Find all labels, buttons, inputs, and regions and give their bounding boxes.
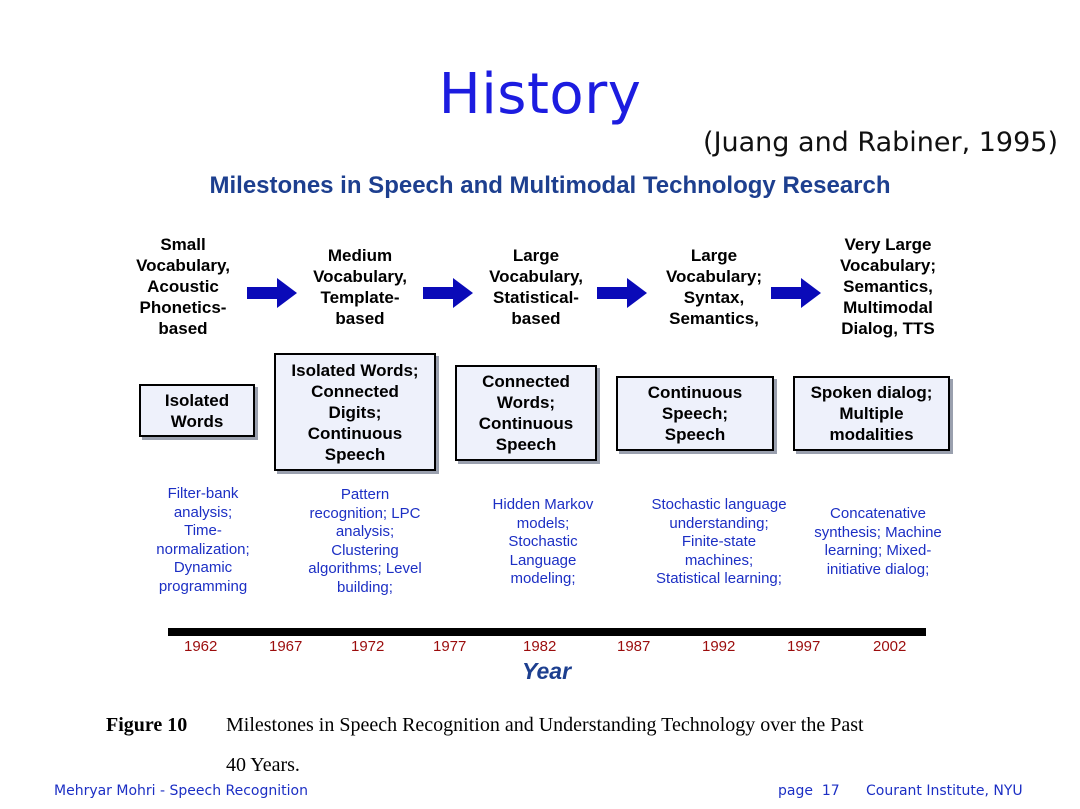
figure-caption-label: Figure 10 — [106, 714, 188, 736]
figure-caption-text-continued: 40 Years. — [226, 754, 300, 776]
axis-label-year: Year — [522, 658, 572, 684]
year-tick-label: 1977 — [433, 638, 467, 655]
stage-label-1: Small Vocabulary, Acoustic Phonetics- ba… — [136, 235, 230, 338]
figure-subtitle: Milestones in Speech and Multimodal Tech… — [209, 172, 891, 199]
slide-title: History — [438, 62, 642, 127]
technique-text-3: Hidden Markov models; Stochastic Languag… — [492, 496, 594, 587]
stage-label-4: Large Vocabulary; Syntax, Semantics, — [665, 246, 763, 328]
right-arrow-icon — [423, 278, 473, 308]
year-tick-label: 1987 — [617, 638, 651, 655]
year-tick-label: 1972 — [351, 638, 385, 655]
right-arrow-icon — [771, 278, 821, 308]
right-arrow-icon — [597, 278, 647, 308]
timeline-bar — [168, 628, 926, 636]
year-tick-label: 1967 — [269, 638, 303, 655]
footer-institution: Courant Institute, NYU — [866, 783, 1023, 799]
technique-text-5: Concatenative synthesis; Machine learnin… — [814, 505, 942, 578]
technique-text-4: Stochastic language understanding; Finit… — [651, 496, 787, 587]
year-tick-label: 2002 — [873, 638, 907, 655]
stage-label-2: Medium Vocabulary, Template- based — [313, 246, 407, 328]
milestone-box-3: Connected Words; Continuous Speech — [455, 365, 597, 461]
year-tick-label: 1997 — [787, 638, 821, 655]
milestone-box-1: Isolated Words — [139, 384, 255, 437]
milestone-box-2: Isolated Words; Connected Digits; Contin… — [274, 353, 436, 471]
citation: (Juang and Rabiner, 1995) — [703, 127, 1058, 158]
technique-text-2: Pattern recognition; LPC analysis; Clust… — [308, 486, 422, 596]
stage-label-3: Large Vocabulary, Statistical- based — [489, 246, 583, 328]
right-arrow-icon — [247, 278, 297, 308]
footer-author: Mehryar Mohri - Speech Recognition — [54, 783, 308, 799]
year-tick-label: 1992 — [702, 638, 736, 655]
milestone-box-5: Spoken dialog; Multiple modalities — [793, 376, 950, 451]
technique-text-1: Filter-bank analysis; Time- normalizatio… — [156, 485, 250, 595]
footer-page-number: page 17 — [778, 783, 840, 799]
year-tick-label: 1982 — [523, 638, 557, 655]
figure-caption-text: Milestones in Speech Recognition and Und… — [226, 714, 864, 736]
milestone-box-4: Continuous Speech; Speech — [616, 376, 774, 451]
year-tick-label: 1962 — [184, 638, 218, 655]
stage-label-5: Very Large Vocabulary; Semantics, Multim… — [839, 235, 937, 338]
